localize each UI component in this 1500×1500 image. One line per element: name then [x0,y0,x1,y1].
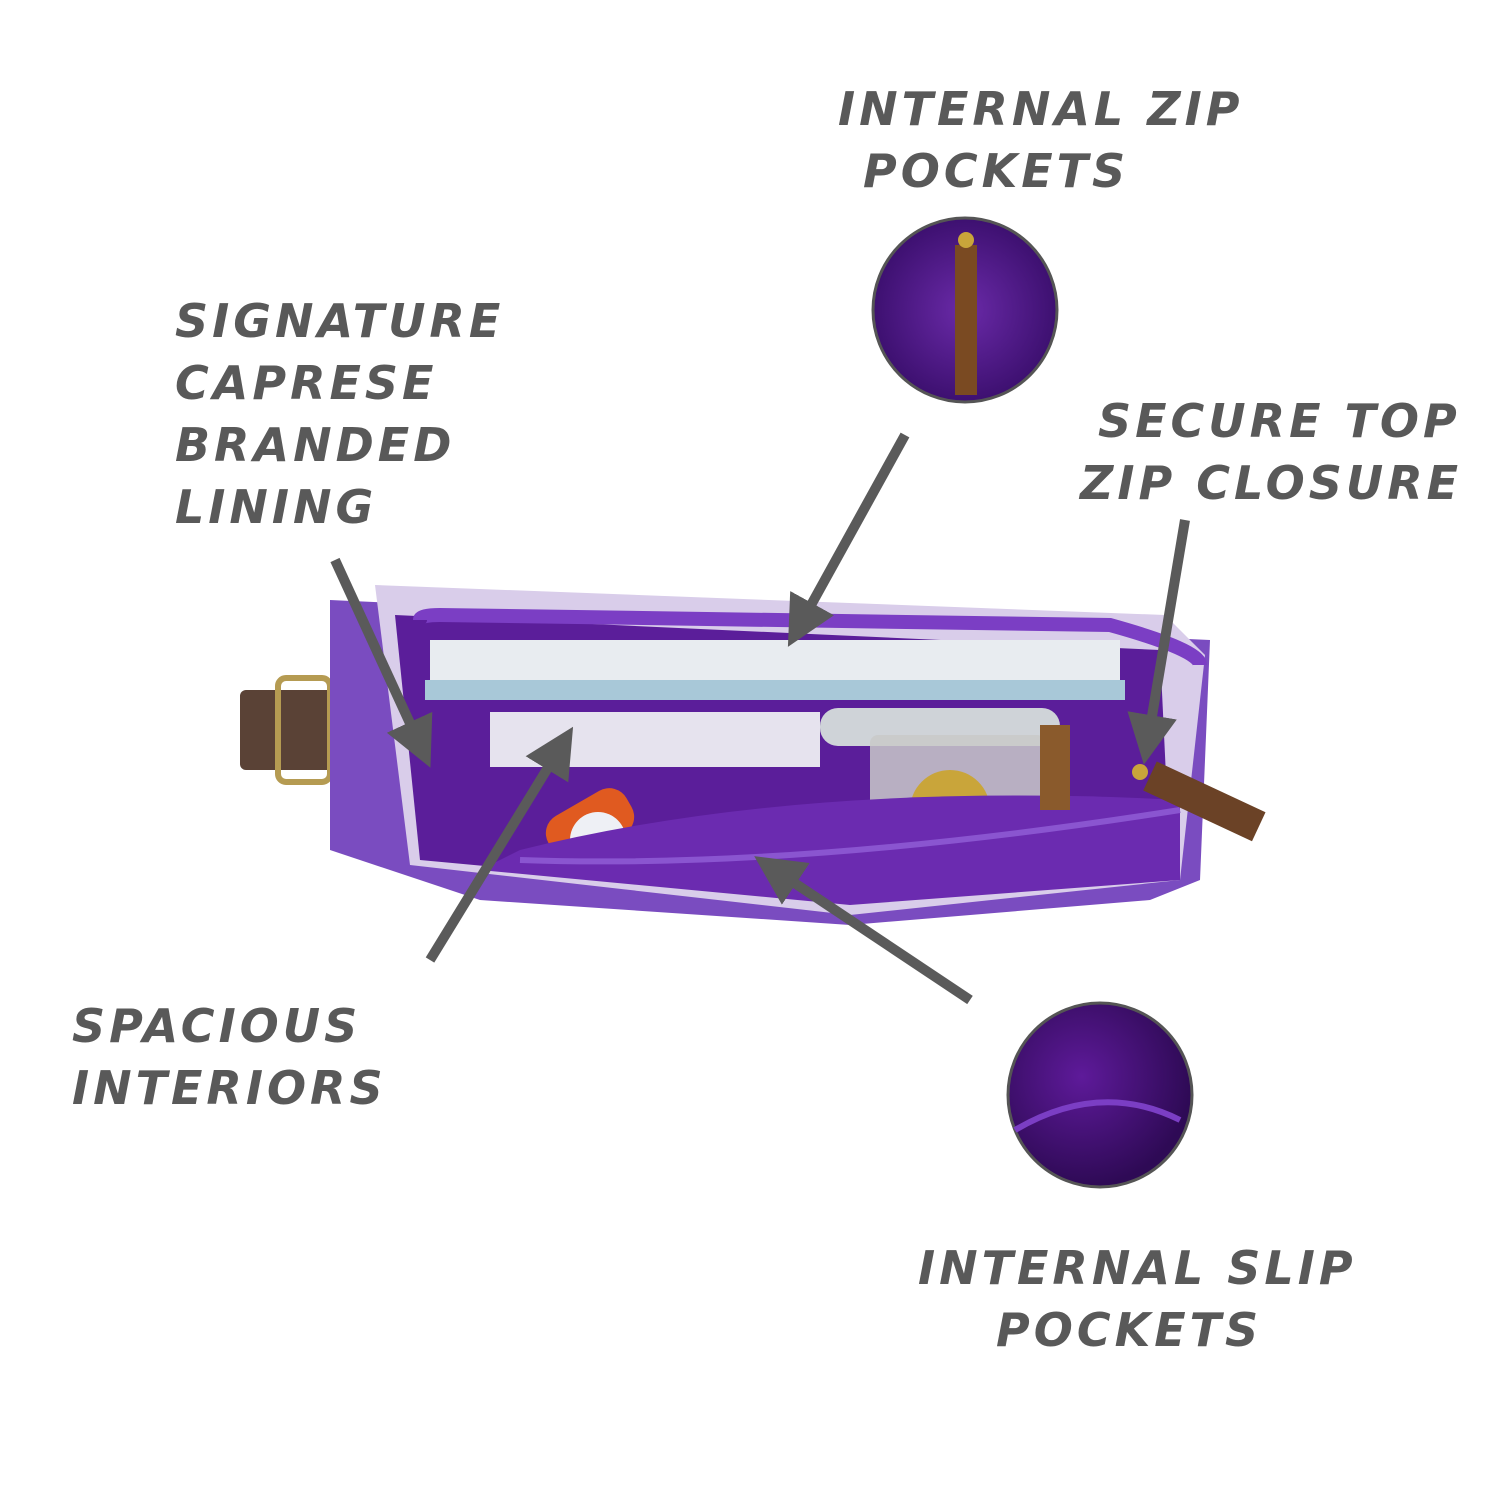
bag-body [330,585,1266,925]
label-line: CAPRESE [175,356,438,410]
label-internal-zip-pockets: INTERNAL ZIP POCKETS [838,78,1243,202]
arrow-internal-zip [787,432,910,647]
label-spacious-interiors: SPACIOUS INTERIORS [72,995,387,1119]
label-signature-lining: SIGNATURE CAPRESE BRANDED LINING [175,290,504,538]
label-line: ZIP CLOSURE [1080,456,1463,510]
label-secure-top-zip: SECURE TOP ZIP CLOSURE [1080,390,1462,514]
internal-zip-pocket-closeup [871,216,1059,404]
label-line: LINING [175,480,378,534]
label-line: SECURE TOP [1098,394,1461,448]
arrow-top-zip [1127,519,1190,765]
arrow-lining [330,557,433,768]
label-line: POCKETS [996,1303,1263,1357]
label-line: INTERNAL SLIP [918,1241,1357,1295]
label-line: SPACIOUS [72,999,362,1053]
arrow-spacious [425,726,574,963]
label-line: SIGNATURE [175,294,505,348]
label-internal-slip-pockets: INTERNAL SLIP POCKETS [918,1237,1357,1361]
internal-slip-pocket-closeup [1006,1001,1194,1189]
arrow-slip-pocket [754,856,973,1005]
label-line: INTERIORS [72,1061,387,1115]
label-line: POCKETS [863,144,1130,198]
label-line: INTERNAL ZIP [838,82,1244,136]
label-line: BRANDED [175,418,456,472]
